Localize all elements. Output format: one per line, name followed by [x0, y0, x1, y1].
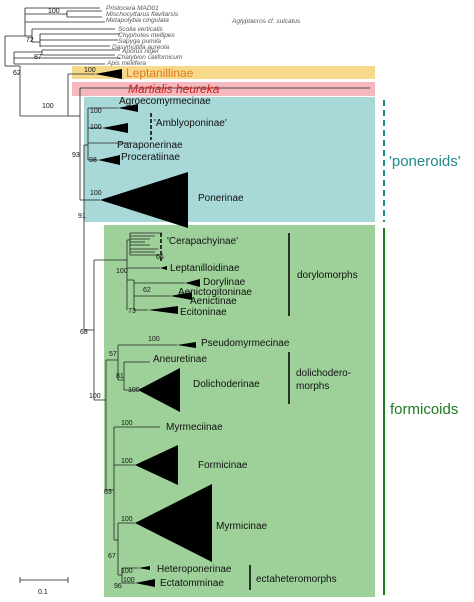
aenictinae-label: Aenictinae [190, 296, 237, 307]
dorylomorphs-label: dorylomorphs [297, 270, 358, 281]
outgroup-label: Aporus niger [121, 48, 160, 55]
support-value: 57 [109, 351, 117, 358]
poneroids-label: 'poneroids' [389, 153, 461, 170]
support-value: 62 [13, 70, 21, 77]
aenictogitoninae-triangle [170, 292, 192, 300]
outgroup-label: Sapyga pumila [118, 38, 161, 45]
ectaheteromorphs-label: ectaheteromorphs [256, 574, 337, 585]
support-value: 100 [121, 568, 133, 575]
outgroup-label: Apis mellifera [106, 60, 146, 67]
ectatomminae-label: Ectatomminae [160, 578, 224, 589]
agroeco-triangle [118, 104, 138, 112]
aneuretinae-label: Aneuretinae [153, 354, 207, 365]
support-value: 98 [89, 157, 97, 164]
martialis-band [72, 82, 375, 96]
ecitoninae-triangle [148, 306, 178, 314]
outgroup-label: Chalybion californicum [117, 54, 183, 61]
support-value: 100 [128, 387, 140, 394]
dolichoderinae-label: Dolichoderinae [193, 379, 260, 390]
support-value: 100 [42, 103, 54, 110]
support-value: 73 [128, 308, 136, 315]
support-value: 100 [121, 420, 133, 427]
support-value: 100 [121, 516, 133, 523]
leptanillinae-label: Leptanillinae [126, 66, 194, 80]
dolichoderomorphs-label-line2: morphs [296, 381, 329, 392]
outgroup-label: Mischocyttarus flavitarsis [106, 11, 179, 18]
ecitoninae-label: Ecitoninae [180, 307, 227, 318]
outgroup-label: Chyphotes mellipes [118, 32, 175, 39]
support-values: 100 72 87 62 100 100 100 100 98 93 100 9… [13, 8, 164, 590]
support-value: 87 [34, 54, 42, 61]
amblyoponinae-label: 'Amblyoponinae' [154, 118, 227, 129]
formicinae-label: Formicinae [198, 460, 248, 471]
support-value: 100 [48, 8, 60, 15]
support-value: 66 [156, 254, 164, 261]
pseudomyrmecinae-triangle [177, 342, 196, 348]
support-value: 100 [121, 458, 133, 465]
support-value: 93 [72, 152, 80, 159]
cerapachyinae-label: 'Cerapachyinae' [167, 236, 238, 247]
outgroup-branches [4, 7, 120, 67]
support-value: 81 [116, 373, 124, 380]
agroecomyrmecinae-label: Agroecomyrmecinae [119, 96, 211, 107]
proceratiinae-label: Proceratiinae [121, 152, 180, 163]
support-value: 100 [89, 393, 101, 400]
myrmicinae-triangle [135, 484, 212, 562]
support-value: 63 [104, 489, 112, 496]
paraponerinae-label: Paraponerinae [117, 140, 183, 151]
formicoids-band [104, 225, 375, 597]
support-value: 100 [123, 577, 135, 584]
support-value: 91 [78, 213, 86, 220]
support-value: 67 [108, 553, 116, 560]
leptanilloidinae-label: Leptanilloidinae [170, 263, 240, 274]
pseudomyrmecinae-label: Pseudomyrmecinae [201, 338, 290, 349]
outgroup-labels: Pristocera MAD01 Mischocyttarus flavitar… [106, 5, 301, 67]
ectatomminae-triangle [135, 579, 155, 587]
outgroup-label: Scolia verticalis [118, 26, 164, 33]
myrmicinae-label: Myrmicinae [216, 521, 268, 532]
aenictogitoninae-label: Aenictogitoninae [178, 287, 252, 298]
dorylinae-triangle [185, 279, 200, 287]
ponerinae-triangle [100, 172, 188, 228]
support-value: 96 [114, 583, 122, 590]
outgroup-label: Pristocera MAD01 [106, 5, 159, 12]
dorylinae-label: Dorylinae [203, 277, 246, 288]
support-value: 68 [80, 329, 88, 336]
leptanillinae-band [72, 66, 375, 79]
myrmeciinae-label: Myrmeciinae [166, 422, 223, 433]
backbone-branches [19, 66, 370, 584]
leptanilloidinae-triangle [160, 266, 167, 270]
dolichoderinae-triangle [138, 368, 180, 412]
scale-bar-label: 0.1 [38, 589, 48, 596]
support-value: 100 [84, 67, 96, 74]
formicinae-triangle [135, 445, 178, 485]
outgroup-label: Dasymutilla aureola [112, 44, 169, 51]
support-value: 72 [26, 37, 34, 44]
heteroponerinae-label: Heteroponerinae [157, 564, 232, 575]
heteroponerinae-triangle [138, 566, 150, 570]
leptanillinae-triangle [95, 69, 122, 79]
support-value: 62 [143, 287, 151, 294]
support-value: 100 [116, 268, 128, 275]
support-value: 100 [90, 190, 102, 197]
amblyoponinae-triangle [102, 123, 128, 133]
formicoids-label: formicoids [390, 401, 458, 418]
proceratiinae-triangle [98, 155, 120, 165]
outgroup-label: Aglyptacros cf. sulcatus [231, 18, 301, 25]
dolichoderomorphs-label-line1: dolichodero- [296, 368, 351, 379]
support-value: 100 [148, 336, 160, 343]
martialis-label: Martialis heureka [128, 82, 220, 96]
support-value: 100 [90, 124, 102, 131]
outgroup-label: Metapolybia cingulata [106, 17, 169, 24]
support-value: 100 [90, 108, 102, 115]
ponerinae-label: Ponerinae [198, 193, 244, 204]
